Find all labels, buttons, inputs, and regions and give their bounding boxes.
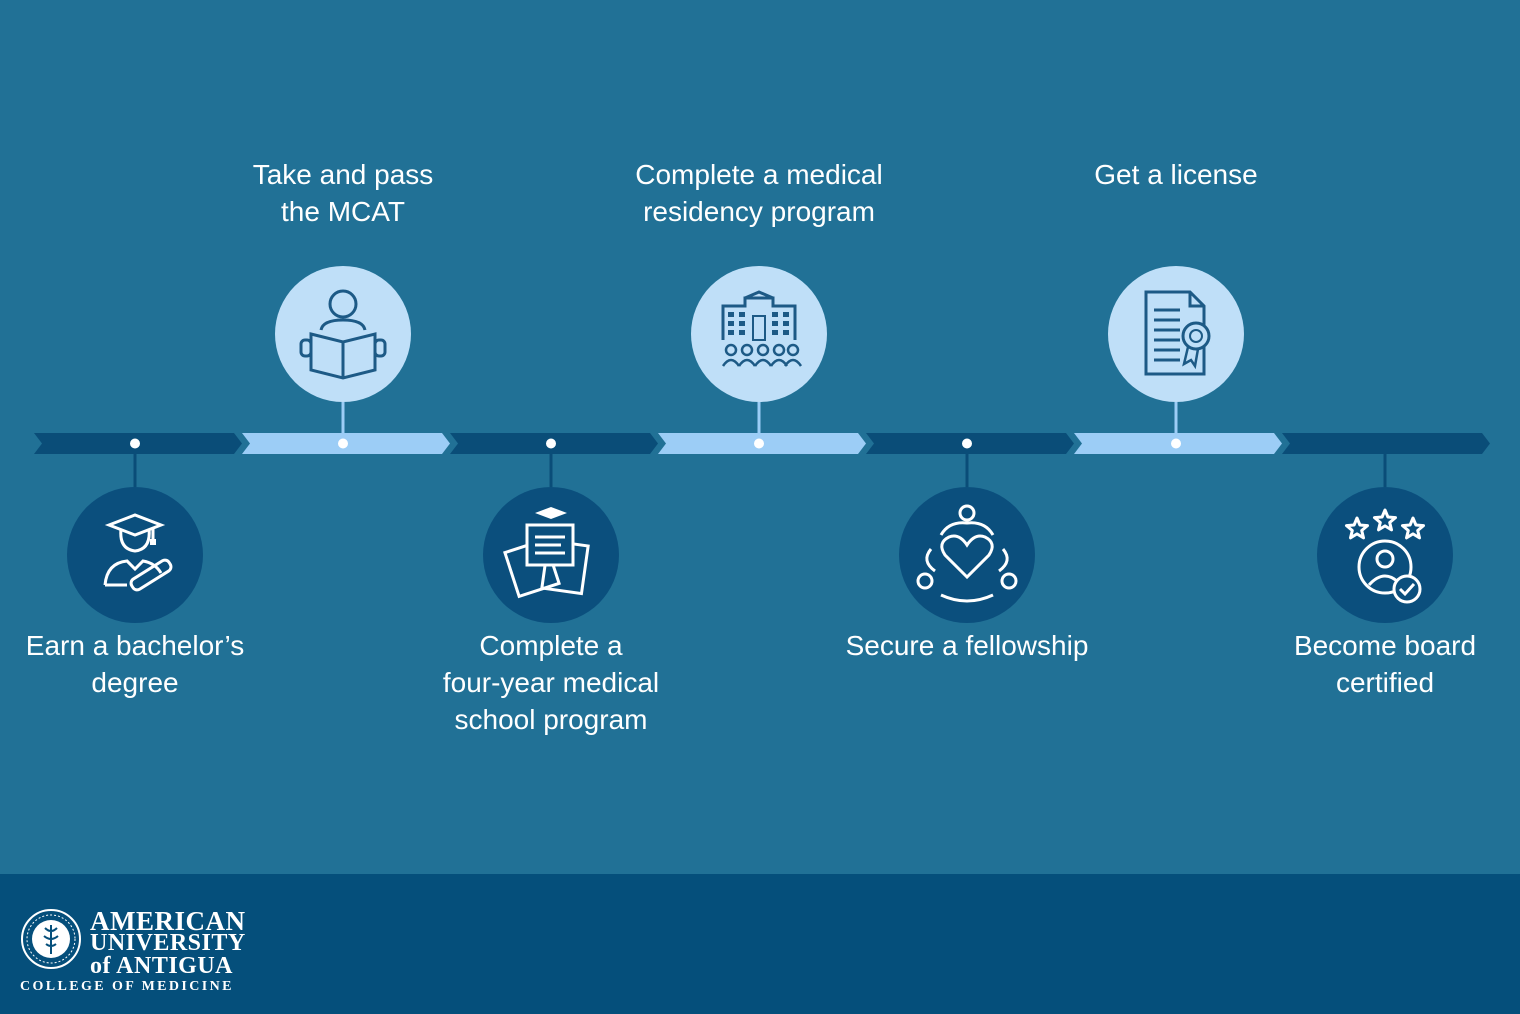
graduation-documents-icon: [503, 507, 590, 599]
step-label: Complete a four-year medical school prog…: [442, 630, 660, 735]
hospital-with-people-icon: [721, 290, 803, 367]
people-around-heart-icon: [916, 504, 1018, 603]
step-circle: [1317, 487, 1453, 623]
footer-bar: AMERICAN UNIVERSITY of ANTIGUA COLLEGE O…: [0, 874, 1520, 1014]
step-label: Get a license: [1094, 159, 1258, 190]
timeline-dot: [1171, 438, 1181, 449]
timeline-dot: [962, 438, 972, 449]
person-reading-book-icon: [299, 289, 387, 380]
logo-line-3: of ANTIGUA: [90, 953, 234, 979]
step-label: Take and pass the MCAT: [252, 159, 434, 227]
step-label: Complete a medical residency program: [635, 159, 883, 227]
university-seal-icon: [21, 909, 81, 969]
timeline-dot: [546, 438, 556, 449]
logo-line-1: AMERICAN: [90, 906, 246, 936]
step-label: Become board certified: [1293, 630, 1477, 698]
step-circle: [691, 266, 827, 402]
step-label: Earn a bachelor’s degree: [25, 630, 245, 698]
logo-line-2: UNIVERSITY: [90, 930, 246, 956]
graduate-with-diploma-icon: [103, 513, 173, 592]
step-circle: [67, 487, 203, 623]
step-label: Secure a fellowship: [845, 630, 1089, 661]
step-circle: [1108, 266, 1244, 402]
timeline-dot: [130, 438, 140, 449]
logo-line-4: COLLEGE OF MEDICINE: [20, 979, 234, 994]
star-rated-person-icon: [1345, 508, 1425, 604]
timeline-diagram: [34, 266, 1490, 623]
certificate-document-icon: [1144, 290, 1211, 376]
step-circle: [899, 487, 1035, 623]
step-circle: [275, 266, 411, 402]
timeline-dot: [338, 438, 348, 449]
timeline-dot: [754, 438, 764, 449]
